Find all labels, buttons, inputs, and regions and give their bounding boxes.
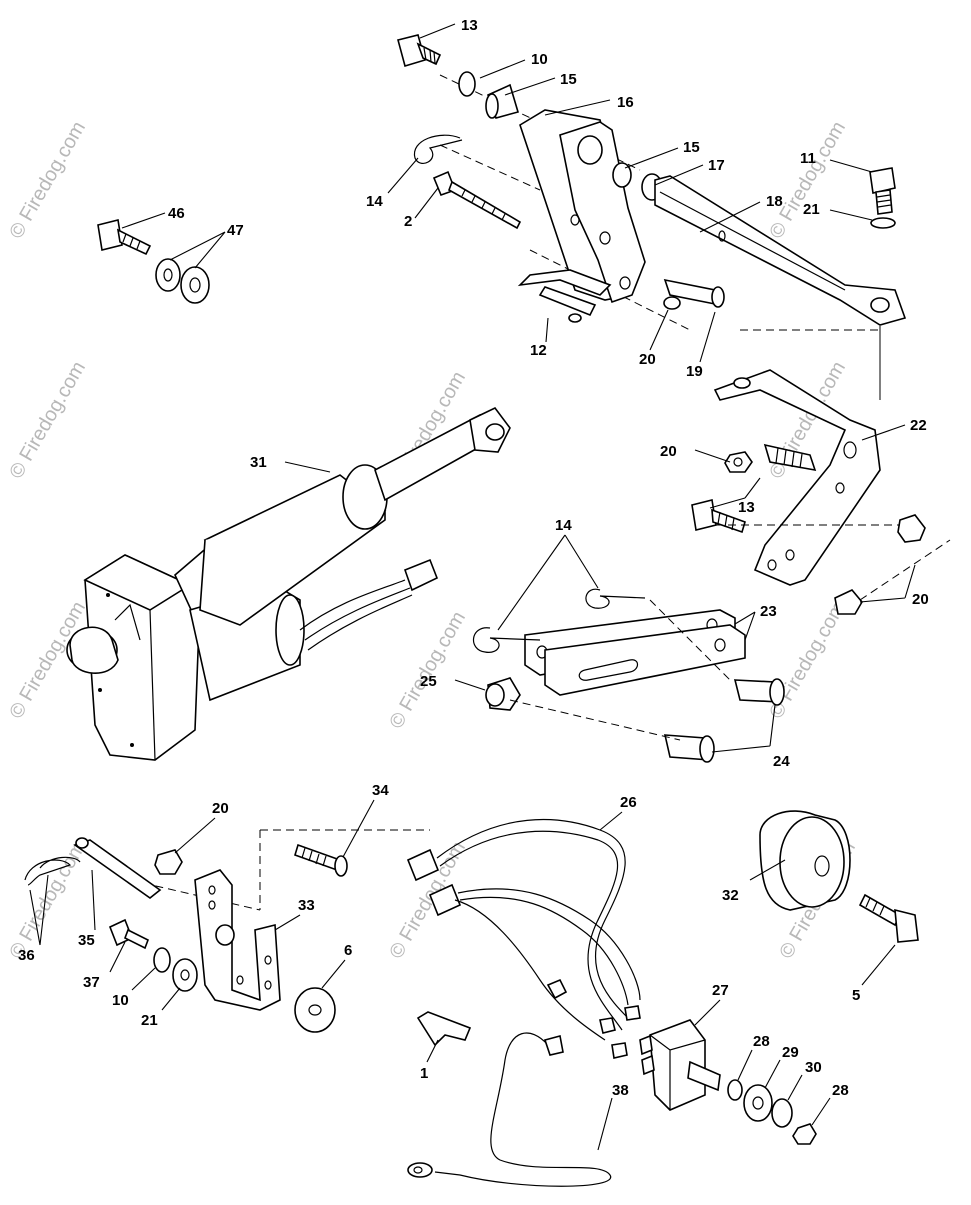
- washer-21: [870, 217, 896, 229]
- arm-18: [654, 175, 907, 326]
- callout-19: 19: [686, 363, 703, 380]
- watermark: © Firedog.com: [385, 608, 470, 733]
- watermark: © Firedog.com: [5, 358, 90, 483]
- clip-36: [24, 856, 81, 886]
- callout-15: 15: [683, 139, 700, 156]
- nut-28: [792, 1123, 817, 1145]
- callouts: 13 10 15 16 15 17 11 18 21 14 2 46 47 12…: [18, 17, 929, 1099]
- watermark: © Firedog.com: [5, 118, 90, 243]
- callout-5: 5: [852, 987, 860, 1004]
- clip-14: [413, 134, 463, 164]
- nut-20: [154, 849, 183, 875]
- callout-10: 10: [531, 51, 548, 68]
- callout-37: 37: [83, 974, 100, 991]
- ground-wire-38: [407, 1032, 612, 1187]
- callout-16: 16: [617, 94, 634, 111]
- callout-10: 10: [112, 992, 129, 1009]
- washer-10: [458, 71, 476, 97]
- callout-20: 20: [660, 443, 677, 460]
- callout-11: 11: [800, 150, 816, 167]
- callout-17: 17: [708, 157, 725, 174]
- callout-29: 29: [782, 1044, 799, 1061]
- callout-20: 20: [212, 800, 229, 817]
- callout-22: 22: [910, 417, 927, 434]
- callout-28: 28: [832, 1082, 849, 1099]
- washer-10: [153, 947, 171, 973]
- callout-31: 31: [250, 454, 267, 471]
- spacer-20: [897, 514, 926, 543]
- callout-13: 13: [738, 499, 755, 516]
- callout-47: 47: [227, 222, 244, 239]
- pin-19: [663, 278, 725, 308]
- washer-30: [771, 1098, 793, 1128]
- nut-28: [727, 1079, 743, 1101]
- actuator-31: [66, 406, 511, 761]
- washer-47: [180, 266, 210, 304]
- callout-38: 38: [612, 1082, 629, 1099]
- washer-21: [172, 958, 198, 992]
- washer-6: [294, 987, 336, 1033]
- wiring-harness-26: [406, 819, 641, 1059]
- clip-1: [416, 1011, 472, 1047]
- callout-46: 46: [168, 205, 185, 222]
- bolt-13: [397, 34, 442, 68]
- callout-21: 21: [141, 1012, 158, 1029]
- clip-14: [473, 627, 541, 653]
- callout-33: 33: [298, 897, 315, 914]
- callout-2: 2: [404, 213, 412, 230]
- callout-15: 15: [560, 71, 577, 88]
- bolt-2: [432, 170, 522, 230]
- pin-12: [517, 269, 612, 323]
- callout-20: 20: [639, 351, 656, 368]
- bracket-33: [24, 829, 430, 1033]
- callout-35: 35: [78, 932, 95, 949]
- callout-24: 24: [773, 753, 790, 770]
- bushing-15: [485, 83, 519, 119]
- bracket-22: [691, 369, 951, 615]
- washer-47: [155, 258, 181, 292]
- bracket-16: [519, 109, 646, 304]
- clip-20: [663, 296, 681, 310]
- clip-14: [585, 588, 646, 609]
- watermark: © Firedog.com: [765, 118, 850, 243]
- callout-14: 14: [555, 517, 572, 534]
- switch-27: [639, 1019, 817, 1145]
- callout-26: 26: [620, 794, 637, 811]
- callout-12: 12: [530, 342, 547, 359]
- callout-14: 14: [366, 193, 383, 210]
- callout-25: 25: [420, 673, 437, 690]
- spacer-20: [834, 589, 863, 615]
- callout-18: 18: [766, 193, 783, 210]
- motor-mount-32: [759, 810, 851, 911]
- link-plates-23: [473, 588, 785, 763]
- callout-27: 27: [712, 982, 729, 999]
- callout-36: 36: [18, 947, 35, 964]
- callout-28: 28: [753, 1033, 770, 1050]
- callout-13: 13: [461, 17, 478, 34]
- callout-23: 23: [760, 603, 777, 620]
- pin-35: [73, 839, 162, 900]
- callout-21: 21: [803, 201, 820, 218]
- callout-32: 32: [722, 887, 739, 904]
- callout-1: 1: [420, 1065, 428, 1082]
- bolt-11: [869, 167, 896, 215]
- bolt-46: [97, 219, 152, 256]
- callout-30: 30: [805, 1059, 822, 1076]
- callout-6: 6: [344, 942, 352, 959]
- top-assembly: [97, 34, 907, 400]
- callout-34: 34: [372, 782, 389, 799]
- bolt-5: [858, 893, 919, 943]
- washer-29: [743, 1084, 773, 1122]
- callout-20: 20: [912, 591, 929, 608]
- leader-lines: [29, 23, 916, 1151]
- washer-15: [612, 162, 632, 188]
